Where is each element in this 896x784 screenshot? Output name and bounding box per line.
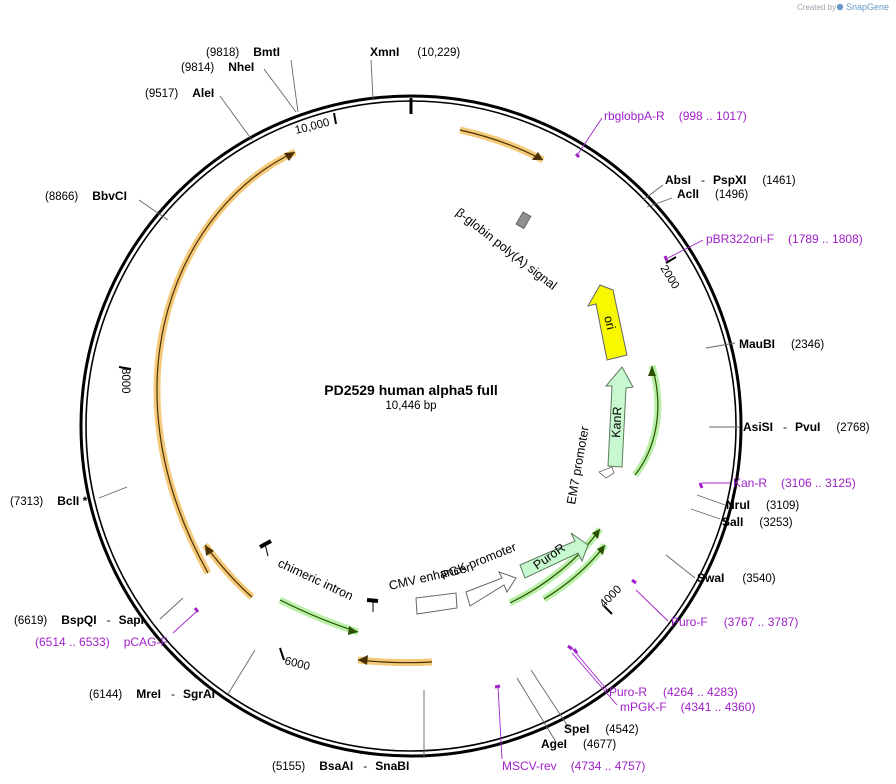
credit-created-by: Created by [797, 3, 836, 12]
orange-arc-top [459, 126, 545, 164]
feature-label-ori: ori [601, 314, 618, 331]
site-bmti: (9818) BmtI [206, 43, 280, 60]
feature-label-chimeric: chimeric intron [276, 556, 356, 603]
primer-mpgk-f: mPGK-F (4341 .. 4360) [620, 698, 755, 715]
green-arc-puro-2 [542, 542, 608, 602]
site-swai: SwaI (3540) [697, 569, 776, 586]
orange-arc-bottom [357, 655, 433, 667]
feature-label-kanr: KanR [609, 406, 625, 438]
orange-arc-left [153, 148, 297, 575]
site-nrui: NruI (3109) [726, 496, 799, 513]
site-alei: (9517) AleI [145, 84, 214, 101]
primer-puro-r: Puro-R (4264 .. 4283) [609, 683, 738, 700]
site-absi-pspxi: AbsI - PspXI (1461) [665, 171, 796, 188]
credit-brand: SnapGene [846, 2, 889, 12]
primer-kan-r: Kan-R (3106 .. 3125) [733, 474, 856, 491]
feature-em7-promoter [598, 466, 615, 479]
green-arc-puro-1 [508, 526, 603, 607]
tick-6000 [279, 647, 285, 661]
site-xmni: XmnI (10,229) [370, 43, 460, 60]
tick-label-8000: 8000 [119, 368, 131, 394]
primer-rbglobpa-r: rbglobpA-R (998 .. 1017) [604, 107, 747, 124]
primer-marks [193, 152, 704, 689]
feature-label-bglobin: β-globin poly(A) signal [453, 205, 559, 292]
site-leaders [98, 59, 740, 758]
site-maubi: MauBI (2346) [739, 335, 824, 352]
feature-ori [586, 284, 628, 361]
site-acli: AclI (1496) [677, 185, 748, 202]
primer-pbr322ori-f: pBR322ori-F (1789 .. 1808) [706, 230, 863, 247]
tick-label-4000: 4000 [598, 584, 625, 611]
feature-bglobin-polya [515, 211, 532, 230]
primer-puro-f: Puro-F (3767 .. 3787) [671, 613, 798, 630]
primer-mscv-rev: MSCV-rev (4734 .. 4757) [502, 757, 645, 774]
feature-label-em7: EM7 promoter [564, 425, 592, 505]
feature-kanr [604, 366, 634, 468]
site-nhei: (9814) NheI [181, 58, 254, 75]
site-bspqi-sapi: (6619) BspQI - SapI [14, 611, 144, 628]
plasmid-size: 10,446 bp [385, 400, 436, 412]
green-arc-right [632, 365, 662, 478]
snapgene-logo-icon [836, 3, 844, 11]
site-mrei-sgrai: (6144) MreI - SgrAI [89, 685, 215, 702]
tick-2000 [665, 256, 677, 264]
tick-label-10000: 10,000 [294, 117, 331, 137]
tick-label-2000: 2000 [657, 263, 681, 291]
site-bbvci: (8866) BbvCI [45, 187, 127, 204]
site-sali: SalI (3253) [722, 513, 793, 530]
site-asisi-pvui: AsiSI - PvuI (2768) [743, 418, 870, 435]
tick-10000 [333, 112, 337, 125]
orange-arc-lower-left [202, 542, 255, 600]
site-spei: SpeI (4542) [564, 720, 639, 737]
feature-label-cmv: CMV enhancer [388, 561, 472, 593]
site-bcli: (7313) BclI * [10, 492, 88, 509]
feature-chimeric-intron [259, 539, 379, 612]
backbone-inner [85, 100, 737, 752]
tick-4000 [603, 605, 613, 615]
feature-puror [519, 532, 589, 579]
tick-label-6000: 6000 [283, 655, 311, 673]
site-bsaai-snabi: (5155) BsaAI - SnaBI [272, 757, 409, 774]
site-agei: AgeI (4677) [541, 735, 616, 752]
plasmid-title: PD2529 human alpha5 full [324, 382, 498, 398]
backbone-outer [79, 94, 743, 758]
feature-cmv-enhancer [415, 592, 458, 615]
green-arc-bottom-left [278, 596, 360, 636]
tick-8000 [118, 366, 132, 370]
primer-pcag-f: (6514 .. 6533) pCAG-F [35, 633, 168, 650]
primer-leaders [172, 117, 730, 760]
feature-pgk-promoter [465, 571, 517, 607]
